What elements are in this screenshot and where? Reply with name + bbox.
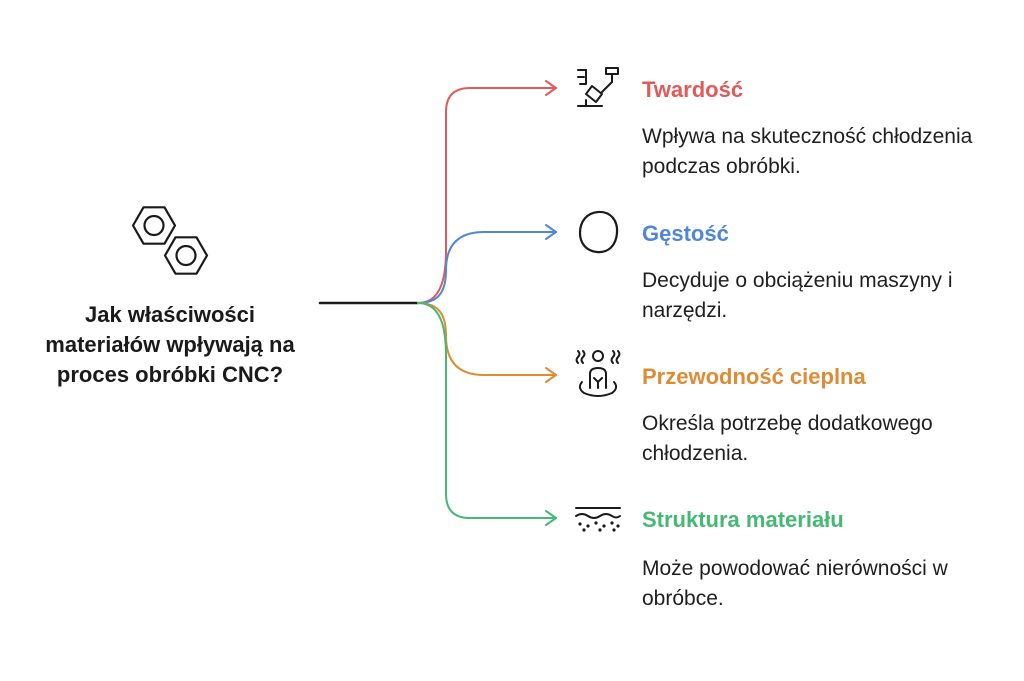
branch-title-hardness: Twardość — [642, 77, 744, 102]
branch-connector-structure — [417, 302, 557, 519]
molecule-hexagons-icon — [131, 206, 209, 275]
heat-person-icon — [575, 350, 621, 397]
hardness-tester-icon — [577, 67, 619, 107]
dense-blob-icon — [578, 210, 619, 254]
branch-connector-hardness — [417, 87, 557, 304]
branch-desc-density: Decyduje o obciążeniu maszyny i narzędzi… — [642, 269, 953, 322]
branch-desc-structure: Może powodować nierówności w obróbce. — [642, 557, 948, 610]
branch-title-density: Gęstość — [642, 221, 729, 246]
branch-desc-hardness: Wpływa na skuteczność chłodzenia podczas… — [642, 125, 973, 178]
branch-connector-thermal — [417, 302, 557, 376]
material-layers-icon — [575, 507, 621, 532]
branch-desc-thermal: Określa potrzebę dodatkowego chłodzenia. — [642, 412, 933, 465]
arrowhead-density — [545, 224, 557, 240]
arrowhead-structure — [545, 510, 557, 526]
branch-title-thermal: Przewodność cieplna — [642, 364, 866, 389]
arrowhead-thermal — [545, 367, 557, 383]
central-question: Jak właściwości materiałów wpływają na p… — [45, 302, 295, 387]
branch-title-structure: Struktura materiału — [642, 507, 844, 532]
branch-connector-density — [417, 231, 557, 304]
arrowhead-hardness — [545, 80, 557, 96]
